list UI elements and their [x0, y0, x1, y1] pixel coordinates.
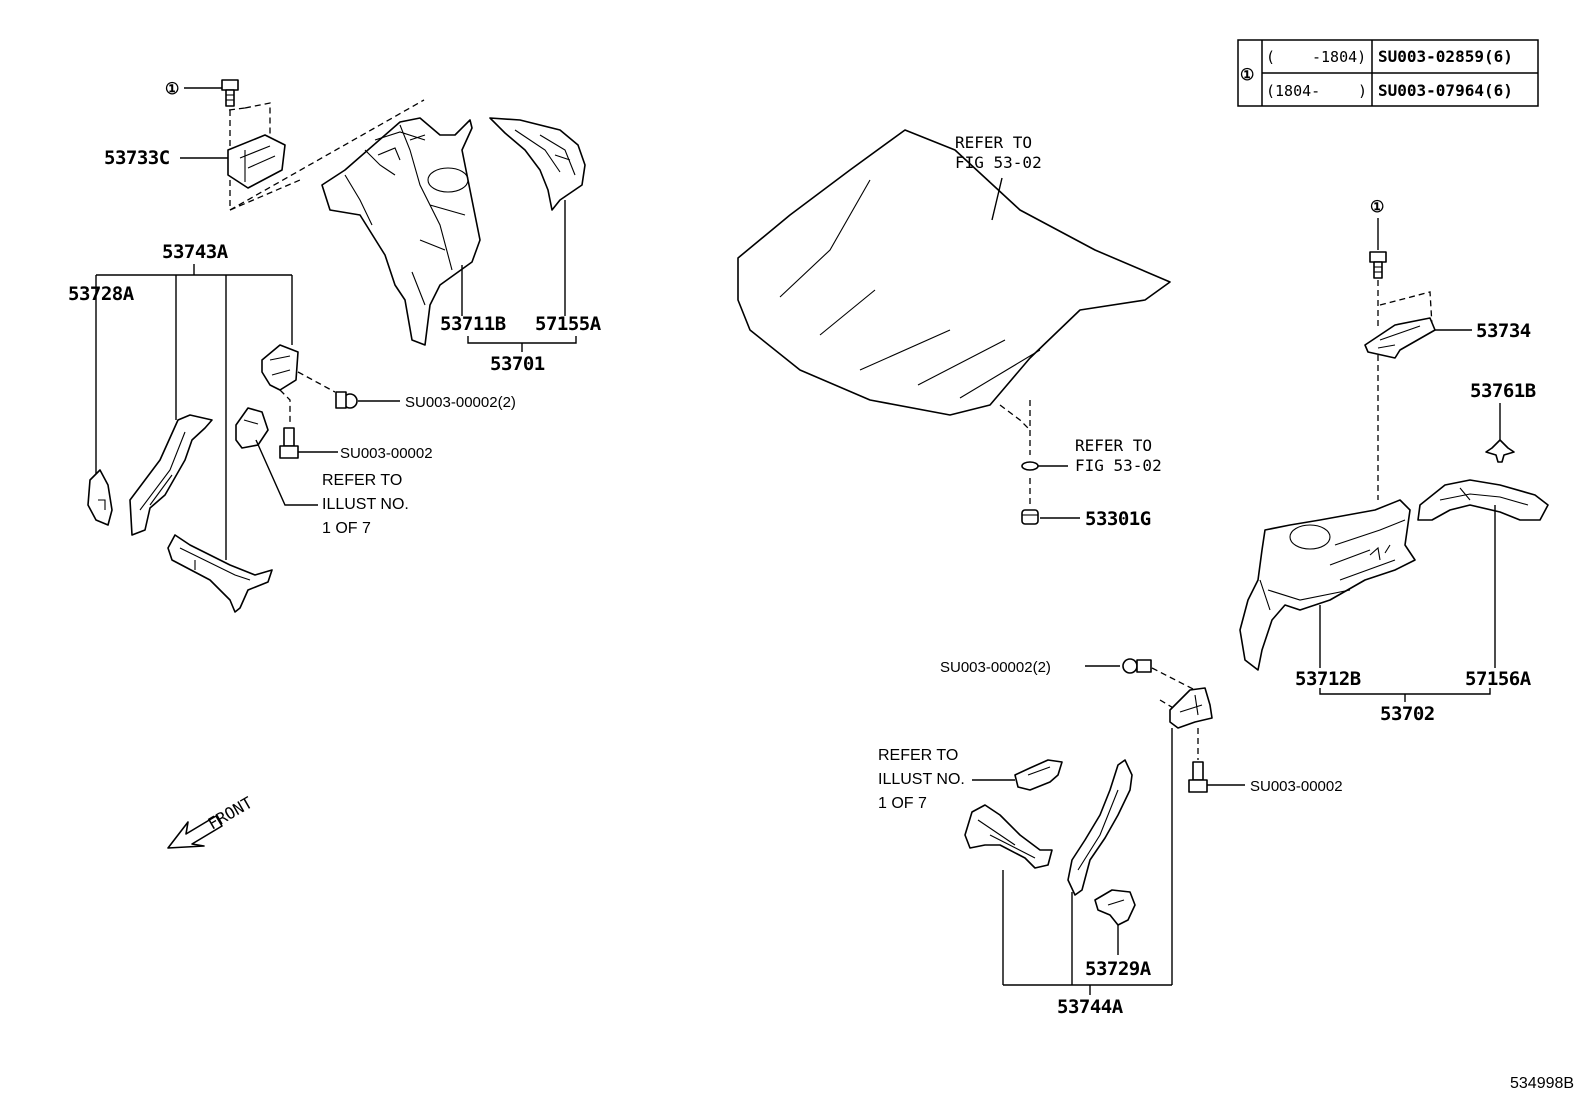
refer-right-line-2: ILLUST NO.: [878, 771, 965, 788]
table-symbol: ①: [1240, 65, 1254, 84]
part-53712B-apron: [1239, 499, 1416, 671]
table-row-2-part: SU003-07964(6): [1378, 81, 1513, 100]
callout-symbol-right: ①: [1370, 197, 1384, 216]
label-bolt-left-2: SU003-00002(2): [405, 394, 516, 411]
label-bolt-right-1: SU003-00002: [1250, 778, 1343, 795]
bolt-icon: [1369, 251, 1387, 279]
bolt-icon: [279, 427, 299, 459]
callout-bolt-left-top: ①: [165, 79, 239, 107]
label-53733C: 53733C: [104, 147, 170, 169]
part-brace-lower-right: [964, 804, 1053, 869]
bolt-icon: [335, 391, 358, 409]
part-53733C: 53733C: [104, 102, 301, 211]
refer-left-line-2: ILLUST NO.: [322, 496, 409, 513]
leader-53743A: [95, 264, 293, 560]
part-brace-upright-left: [129, 414, 213, 536]
part-53729A: [1094, 889, 1136, 926]
part-bracket-left: [261, 344, 336, 425]
refer-right-line-1: REFER TO: [878, 747, 958, 764]
part-53728A: [87, 469, 113, 526]
label-53728A: 53728A: [68, 283, 135, 305]
label-53301G: 53301G: [1085, 508, 1151, 530]
label-bolt-right-2: SU003-00002(2): [940, 659, 1051, 676]
callout-symbol-left: ①: [165, 79, 179, 98]
clip-refer-line-2: FIG 53-02: [1075, 456, 1162, 475]
part-brace-lower-left: [167, 534, 273, 613]
bolt-icon: [221, 79, 239, 107]
bolt-icon: [1188, 761, 1208, 793]
part-gusset-right: [1014, 759, 1063, 791]
table-row-2-range-open: (1804-: [1266, 82, 1320, 100]
refer-right-line-3: 1 OF 7: [878, 795, 927, 812]
label-57155A: 57155A: [535, 313, 602, 335]
label-57156A: 57156A: [1465, 668, 1532, 690]
label-53734: 53734: [1476, 320, 1531, 342]
part-brace-upright-right: [1067, 759, 1133, 896]
label-53743A: 53743A: [162, 241, 229, 263]
part-57156A-panel: [1417, 479, 1549, 521]
dashed-guide-left: [229, 99, 425, 211]
label-53729A: 53729A: [1085, 958, 1152, 980]
drawing-number: 534998B: [1510, 1075, 1574, 1092]
table-row-1-range-close: -1804): [1312, 48, 1366, 66]
label-53701: 53701: [490, 353, 545, 375]
front-label: FRONT: [205, 793, 257, 834]
refer-left-line-1: REFER TO: [322, 472, 402, 489]
leader-53701: [461, 200, 577, 352]
cushion-icon: [1021, 509, 1039, 525]
refer-left-line-3: 1 OF 7: [322, 520, 371, 537]
hood-refer-line-2: FIG 53-02: [955, 153, 1042, 172]
leader-53744A: [1002, 728, 1173, 995]
part-gusset-left: [235, 407, 269, 449]
table-row-2-range-close: ): [1358, 82, 1367, 100]
leader-53702: [1319, 505, 1496, 702]
part-hood: [737, 129, 1171, 416]
label-53761B: 53761B: [1470, 380, 1536, 402]
part-number-table: ① ( -1804) SU003-02859(6) (1804- ) SU003…: [1237, 39, 1539, 107]
front-arrow-icon: [167, 815, 223, 849]
label-53702: 53702: [1380, 703, 1435, 725]
label-53744A: 53744A: [1057, 996, 1124, 1018]
part-53734: [1364, 291, 1436, 359]
part-57155A-panel: [489, 117, 586, 211]
table-row-1-range-open: (: [1266, 48, 1275, 66]
bolt-icon: [1122, 658, 1152, 674]
label-53712B: 53712B: [1295, 668, 1361, 690]
label-53711B: 53711B: [440, 313, 506, 335]
part-53711B-apron: [321, 117, 481, 346]
part-bracket-right: [1169, 687, 1213, 729]
clip-icon: [1021, 461, 1039, 471]
clip-icon: [1485, 439, 1515, 463]
clip-refer-line-1: REFER TO: [1075, 436, 1152, 455]
table-row-1-part: SU003-02859(6): [1378, 47, 1513, 66]
label-bolt-left-1: SU003-00002: [340, 445, 433, 462]
hood-refer-line-1: REFER TO: [955, 133, 1032, 152]
